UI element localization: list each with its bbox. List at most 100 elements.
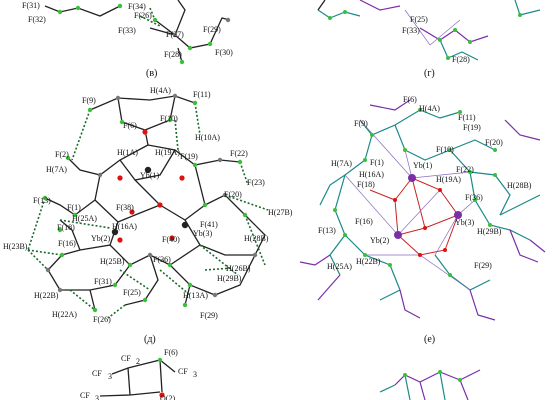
atom-label: F(40) <box>162 235 180 244</box>
atom-label: 3 <box>193 370 197 379</box>
atom-label: F(27) <box>166 30 184 39</box>
atom-label: H(22A) <box>52 310 77 319</box>
atom-label: Yb(1) <box>140 171 159 180</box>
panel-top-right-structure <box>317 0 541 61</box>
atom-label: F(16) <box>58 239 76 248</box>
atom-label: F(13) <box>33 196 51 205</box>
atom-label: F(38) <box>116 203 134 212</box>
atom-label: O(2) <box>160 394 175 400</box>
atom-label: F(25) <box>410 15 428 24</box>
atom-label: F(36) <box>465 193 483 202</box>
atom-label: H(1A) <box>117 148 138 157</box>
panel-e-labels: F(6)H(4A)F(11)F(9)F(19)F(20)F(10)F(22)H(… <box>318 95 532 271</box>
atom-label: H(19A) <box>436 175 461 184</box>
panel-e-structure <box>299 99 546 321</box>
atom-label: 3 <box>95 394 99 400</box>
atom-label: Yb(1) <box>413 161 432 170</box>
atom-label: CF <box>121 354 131 363</box>
atom-label: F(6) <box>403 95 417 104</box>
atom-label: F(41) <box>200 220 218 229</box>
atom-label: H(25B) <box>100 257 125 266</box>
atom-label: F(28) <box>452 55 470 64</box>
panel-top-left-structure <box>44 0 231 65</box>
atom-label: F(19) <box>180 152 198 161</box>
atom-label: H(22B) <box>356 257 381 266</box>
atom-label: F(33) <box>118 26 136 35</box>
atom-label: H(29B) <box>217 274 242 283</box>
atom-label: F(11) <box>458 113 476 122</box>
atom-label: CF <box>80 391 90 400</box>
atom-label: F(36) <box>153 255 171 264</box>
atom-label: 3 <box>108 372 112 381</box>
atom-label: F(32) <box>28 15 46 24</box>
atom-label: CF <box>92 369 102 378</box>
atom-label: F(29) <box>474 261 492 270</box>
atom-label: H(16A) <box>112 222 137 231</box>
atom-label: F(10) <box>160 114 178 123</box>
atom-label: F(25) <box>123 288 141 297</box>
atom-label: F(1) <box>370 158 384 167</box>
atom-label: F(18) <box>57 223 75 232</box>
atom-label: F(18) <box>357 180 375 189</box>
atom-label: H(7A) <box>46 165 67 174</box>
atom-label: H(29B) <box>477 227 502 236</box>
atom-label: H(22B) <box>34 291 59 300</box>
atom-label: H(13A) <box>183 291 208 300</box>
atom-label: F(2) <box>55 150 69 159</box>
caption-e: (е) <box>424 334 435 345</box>
atom-label: H(4A) <box>419 104 440 113</box>
atom-label: F(10) <box>436 145 454 154</box>
panel-bottom-left-structure <box>99 357 176 398</box>
atom-label: F(26) <box>134 11 152 20</box>
atom-label: H(4A) <box>150 86 171 95</box>
atom-label: F(22) <box>456 165 474 174</box>
atom-label: F(28) <box>164 50 182 59</box>
atom-label: H(7A) <box>331 159 352 168</box>
atom-label: F(20) <box>224 190 242 199</box>
caption-g: (г) <box>424 68 435 79</box>
panel-top-left-labels: F(31) F(34)F(26) F(32) F(33) F(27) F(29) F(28)… <box>22 1 233 59</box>
atom-label: CF <box>178 367 188 376</box>
atom-label: H(23B) <box>3 242 28 251</box>
atom-label: F(20) <box>485 138 503 147</box>
atom-label: F(31) <box>22 1 40 10</box>
atom-label: H(25A) <box>72 214 97 223</box>
atom-label: F(13) <box>318 226 336 235</box>
atom-label: F(29) <box>200 311 218 320</box>
atom-label: F(9) <box>354 119 368 128</box>
atom-label: F(31) <box>94 277 112 286</box>
atom-label: H(26B) <box>226 264 251 273</box>
atom-label: H(10A) <box>195 133 220 142</box>
atom-label: H(28B) <box>244 234 269 243</box>
atom-label: F(19) <box>463 123 481 132</box>
atom-label: F(26) <box>93 315 111 324</box>
atom-label: F(33) <box>402 26 420 35</box>
atom-label: F(34) <box>128 2 146 11</box>
atom-label: F(9) <box>82 96 96 105</box>
atom-label: F(11) <box>193 90 211 99</box>
atom-label: F(23) <box>247 178 265 187</box>
panel-d-structure <box>27 93 269 319</box>
atom-label: Yb(2) <box>91 234 110 243</box>
caption-v: (в) <box>146 68 157 79</box>
atom-label: F(30) <box>215 48 233 57</box>
atom-label: H(28B) <box>507 181 532 190</box>
atom-label: H(16A) <box>359 170 384 179</box>
panel-top-right-labels: F(25) F(33) F(28) <box>402 15 470 64</box>
atom-label: Yb(2) <box>370 236 389 245</box>
atom-label: 2 <box>136 357 140 366</box>
atom-label: F(6) <box>164 348 178 357</box>
atom-label: H(25A) <box>327 262 352 271</box>
atom-label: F(6) <box>123 121 137 130</box>
panel-bottom-right-structure <box>379 369 481 400</box>
atom-label: F(29) <box>203 25 221 34</box>
atom-label: F(16) <box>355 217 373 226</box>
atom-label: F(1) <box>67 203 81 212</box>
atom-label: Yb(3) <box>193 229 212 238</box>
atom-label: H(27B) <box>268 208 293 217</box>
panel-d-labels: H(4A) F(9) F(11) F(10) F(6) H(10A) H(1A) H(19A)… <box>3 86 293 324</box>
atom-label: F(22) <box>230 149 248 158</box>
atom-label: H(19A) <box>155 148 180 157</box>
